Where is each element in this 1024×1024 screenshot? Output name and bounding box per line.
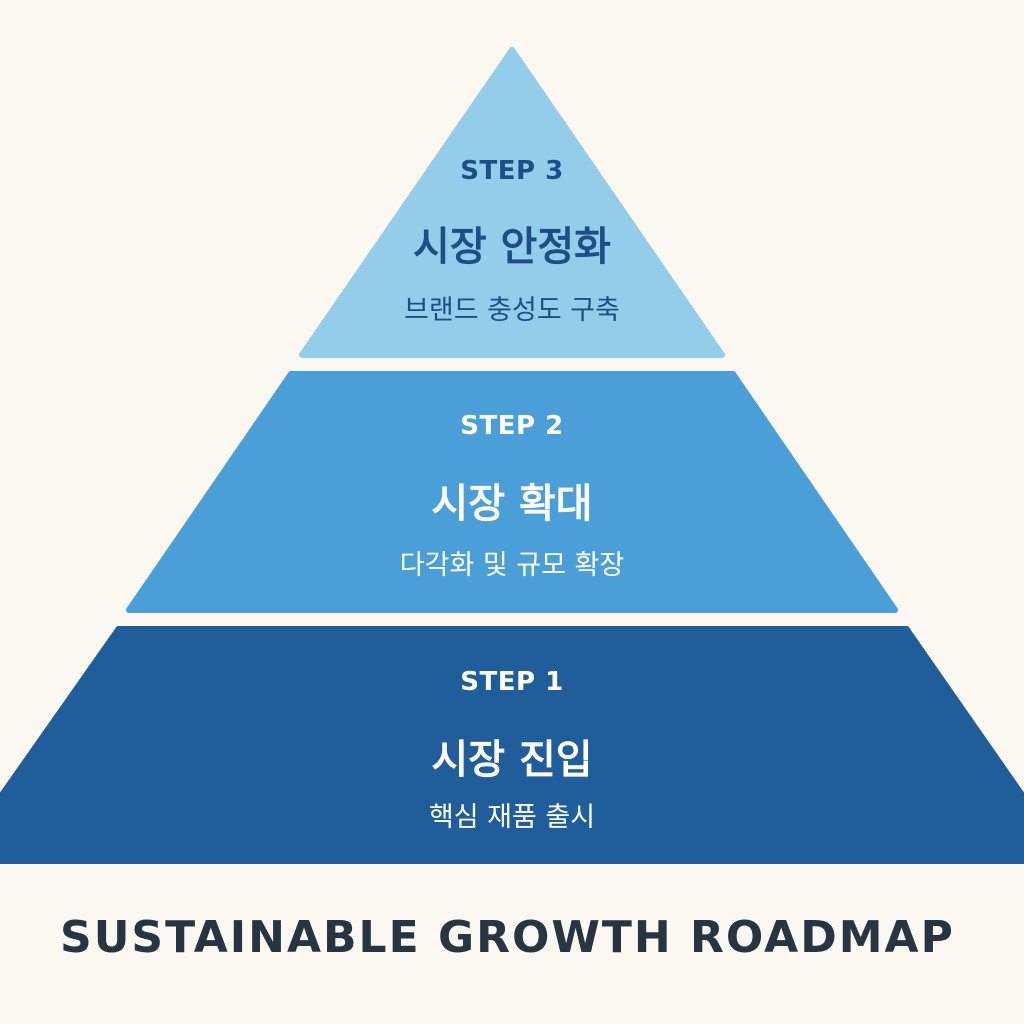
tier-step1-shape	[0, 626, 1024, 864]
step2-label: STEP 2	[460, 411, 564, 441]
step2-subtitle: 다각화 및 규모 확장	[399, 550, 625, 581]
roadmap-title: SUSTAINABLE GROWTH ROADMAP	[60, 912, 955, 963]
step3-subtitle: 브랜드 충성도 구축	[404, 295, 620, 326]
step3-label: STEP 3	[460, 156, 564, 186]
step2-title: 시장 확대	[431, 481, 593, 527]
step1-title: 시장 진입	[431, 737, 593, 783]
tier-step3-shape	[299, 47, 725, 358]
tier-step2-shape	[126, 371, 898, 613]
step3-title: 시장 안정화	[413, 224, 611, 270]
step1-label: STEP 1	[460, 667, 564, 697]
step1-subtitle: 핵심 재품 출시	[428, 802, 596, 833]
